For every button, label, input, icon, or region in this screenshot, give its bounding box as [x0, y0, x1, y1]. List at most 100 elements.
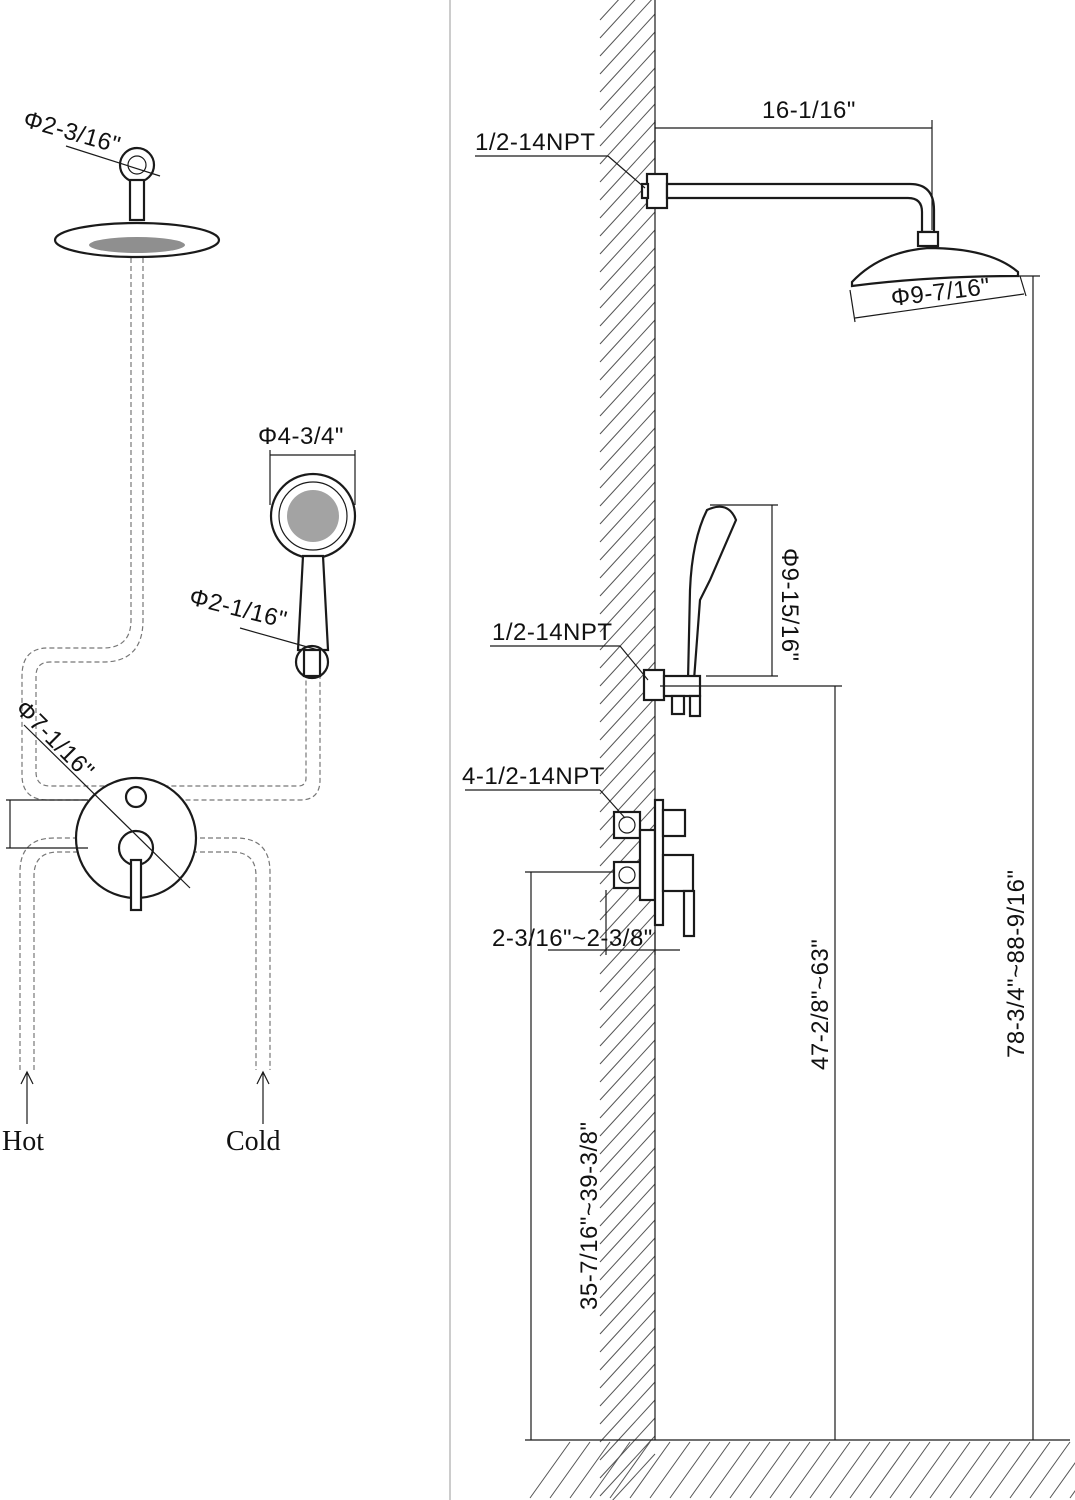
wall-hatch-line [599, 553, 656, 615]
handheld-shower-front [269, 450, 357, 680]
wall-hatch-line [599, 967, 656, 1029]
wall-hatch-line [599, 373, 656, 435]
floor-hatch-line [889, 1441, 931, 1499]
wall-hatch-line [599, 85, 656, 147]
wall-hatch-line [599, 409, 656, 471]
handheld-outlet-height-label: 47-2/8"~63" [807, 939, 834, 1070]
wall-hatch-line [599, 1291, 656, 1353]
wall-hatch-line [599, 715, 656, 777]
wall-hatch-line [599, 1219, 656, 1281]
wall-hatch-line [599, 769, 656, 831]
floor-hatch-line [829, 1441, 871, 1499]
floor-hatch-line [729, 1441, 771, 1499]
wall-hatch-line [599, 751, 656, 813]
wall-hatch-line [599, 1417, 656, 1479]
floor-hatch-line [689, 1441, 731, 1499]
arm-flange-diameter-label: Φ2-3/16" [20, 106, 123, 159]
floor-hatch-line [949, 1441, 991, 1499]
wall-hatch-line [599, 301, 656, 363]
wall-hatch-line [599, 391, 656, 453]
valve-height-label: 35-7/16"~39-3/8" [576, 1121, 603, 1310]
shower-arm-side [640, 172, 1020, 288]
rain-head-height-label: 78-3/4"~88-9/16" [1003, 869, 1030, 1058]
wall-hatch-line [599, 1057, 656, 1119]
wall-hatch-line [599, 895, 656, 957]
wall-hatch-line [599, 337, 656, 399]
floor-hatch-line [769, 1441, 811, 1499]
wall-hatch-line [599, 1363, 656, 1425]
handheld-flange-diameter-label: Φ2-1/16" [187, 584, 290, 634]
wall-hatch-line [599, 247, 656, 309]
spray-nozzles [89, 237, 185, 253]
wall-hatch-line [599, 1039, 656, 1101]
front-view: Φ2-3/16" Φ4-3/4" Φ2-1/16" Φ7-1/1 [2, 106, 357, 1157]
floor-hatch-line [549, 1441, 591, 1499]
wall-hatch-line [599, 1237, 656, 1299]
handheld-outlet-thread-label: 1/2-14NPT [492, 619, 613, 646]
floor-hatch-line [789, 1441, 831, 1499]
wall-hatch-line [599, 481, 656, 543]
wall-hatch-line [599, 1075, 656, 1137]
floor-hatch-line [809, 1441, 851, 1499]
wall-hatch-line [599, 1255, 656, 1317]
floor-hatch-line [589, 1441, 631, 1499]
wall-hatch-line [599, 931, 656, 993]
wall-hatch-line [599, 121, 656, 183]
wall-hatch-line [599, 1201, 656, 1263]
wall-hatch-line [599, 1183, 656, 1245]
valve-trim-diameter-label: Φ7-1/16" [10, 695, 100, 785]
wall-hatch-line [599, 1381, 656, 1443]
arm-length-label: 16-1/16" [762, 97, 856, 124]
floor-hatch-line [1029, 1441, 1071, 1499]
handheld-nozzles [287, 490, 339, 542]
wall-hatch-line [599, 283, 656, 345]
handheld-length-label: Φ9-15/16" [776, 548, 803, 662]
handheld-shower-side [642, 505, 738, 718]
floor-hatch-line [629, 1441, 671, 1499]
wall-hatch-line [599, 499, 656, 561]
floor-hatch-line [609, 1441, 651, 1499]
wall-hatch-line [599, 1399, 656, 1461]
wall-hatch-line [599, 1165, 656, 1227]
wall-hatch-line [599, 103, 656, 165]
wall-hatch-line [599, 445, 656, 507]
wall-hatch-line [599, 1129, 656, 1191]
wall-hatch-line [599, 13, 656, 75]
wall-hatch-line [599, 0, 620, 21]
floor-hatch-line [1009, 1441, 1051, 1499]
hot-inlet-label: Hot [2, 1126, 44, 1157]
wall-hatch-line [599, 0, 636, 39]
wall-hatch-line [599, 571, 656, 633]
handheld-head-diameter-label: Φ4-3/4" [258, 423, 344, 450]
wall-hatch-line [599, 949, 656, 1011]
floor-hatch-line [929, 1441, 971, 1499]
wall-hatch-line [599, 1147, 656, 1209]
wall-hatch-line [599, 49, 656, 111]
wall-hatch-line [599, 139, 656, 201]
wall-hatch-line [599, 1111, 656, 1173]
wall-hatching [599, 0, 656, 1500]
floor-hatch-line [709, 1441, 751, 1499]
floor-hatch-line [869, 1441, 911, 1499]
wall-hatch-line [599, 607, 656, 669]
wall-hatch-line [599, 31, 656, 93]
wall-hatch-line [599, 211, 656, 273]
floor-hatch-line [649, 1441, 691, 1499]
wall-hatch-line [599, 913, 656, 975]
floor-hatch-line [569, 1441, 611, 1499]
floor-hatch-line [669, 1441, 711, 1499]
side-view: 16-1/16" 1/2-14NPT Φ9-7/16" Φ9-15/16" 1/… [462, 0, 1075, 1500]
wall-hatch-line [599, 193, 656, 255]
wall-hatch-line [599, 463, 656, 525]
valve-depth-label: 2-3/16"~2-3/8" [492, 925, 653, 952]
wall-hatch-line [599, 355, 656, 417]
wall-hatch-line [599, 985, 656, 1047]
wall-hatch-line [612, 1453, 656, 1500]
wall-hatch-line [599, 0, 653, 57]
arm-thread-label: 1/2-14NPT [475, 129, 596, 156]
wall-hatch-line [599, 67, 656, 129]
floor-hatch-line [1069, 1490, 1075, 1499]
wall-hatch-line [599, 1345, 656, 1407]
rain-shower-head-front [53, 146, 221, 259]
